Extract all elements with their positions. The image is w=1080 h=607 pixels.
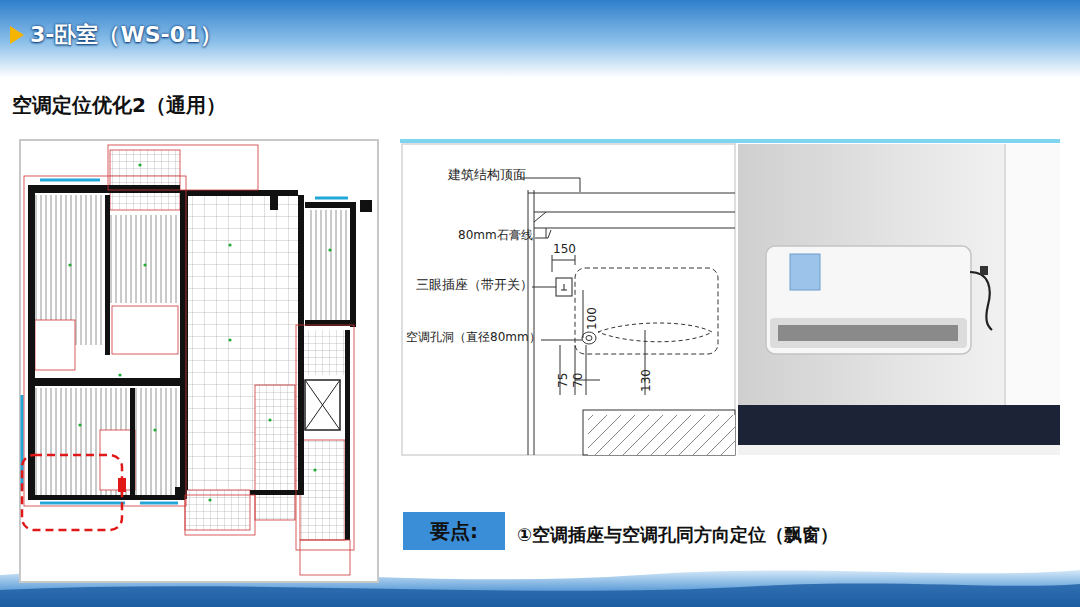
- dimension: 70: [572, 373, 586, 388]
- callout-label: 空调孔洞（直径80mm）: [406, 331, 541, 345]
- key-point-text: ①空调插座与空调孔同方向定位（飘窗）: [517, 525, 838, 546]
- dimension: 100: [586, 307, 600, 330]
- dimension: 75: [557, 373, 571, 388]
- callout-label: 80mm石膏线: [458, 229, 533, 243]
- callout-label: 三眼插座（带开关）: [416, 278, 533, 293]
- dimension: 150: [553, 243, 576, 257]
- dimension: 130: [640, 369, 654, 392]
- slide-title: 3-卧室（WS-01）: [30, 22, 222, 47]
- key-point-heading: 要点:: [430, 518, 478, 545]
- key-point-box: 要点:: [403, 512, 505, 550]
- callout-label: 建筑结构顶面: [448, 168, 526, 183]
- section-heading: 空调定位优化2（通用）: [12, 94, 226, 117]
